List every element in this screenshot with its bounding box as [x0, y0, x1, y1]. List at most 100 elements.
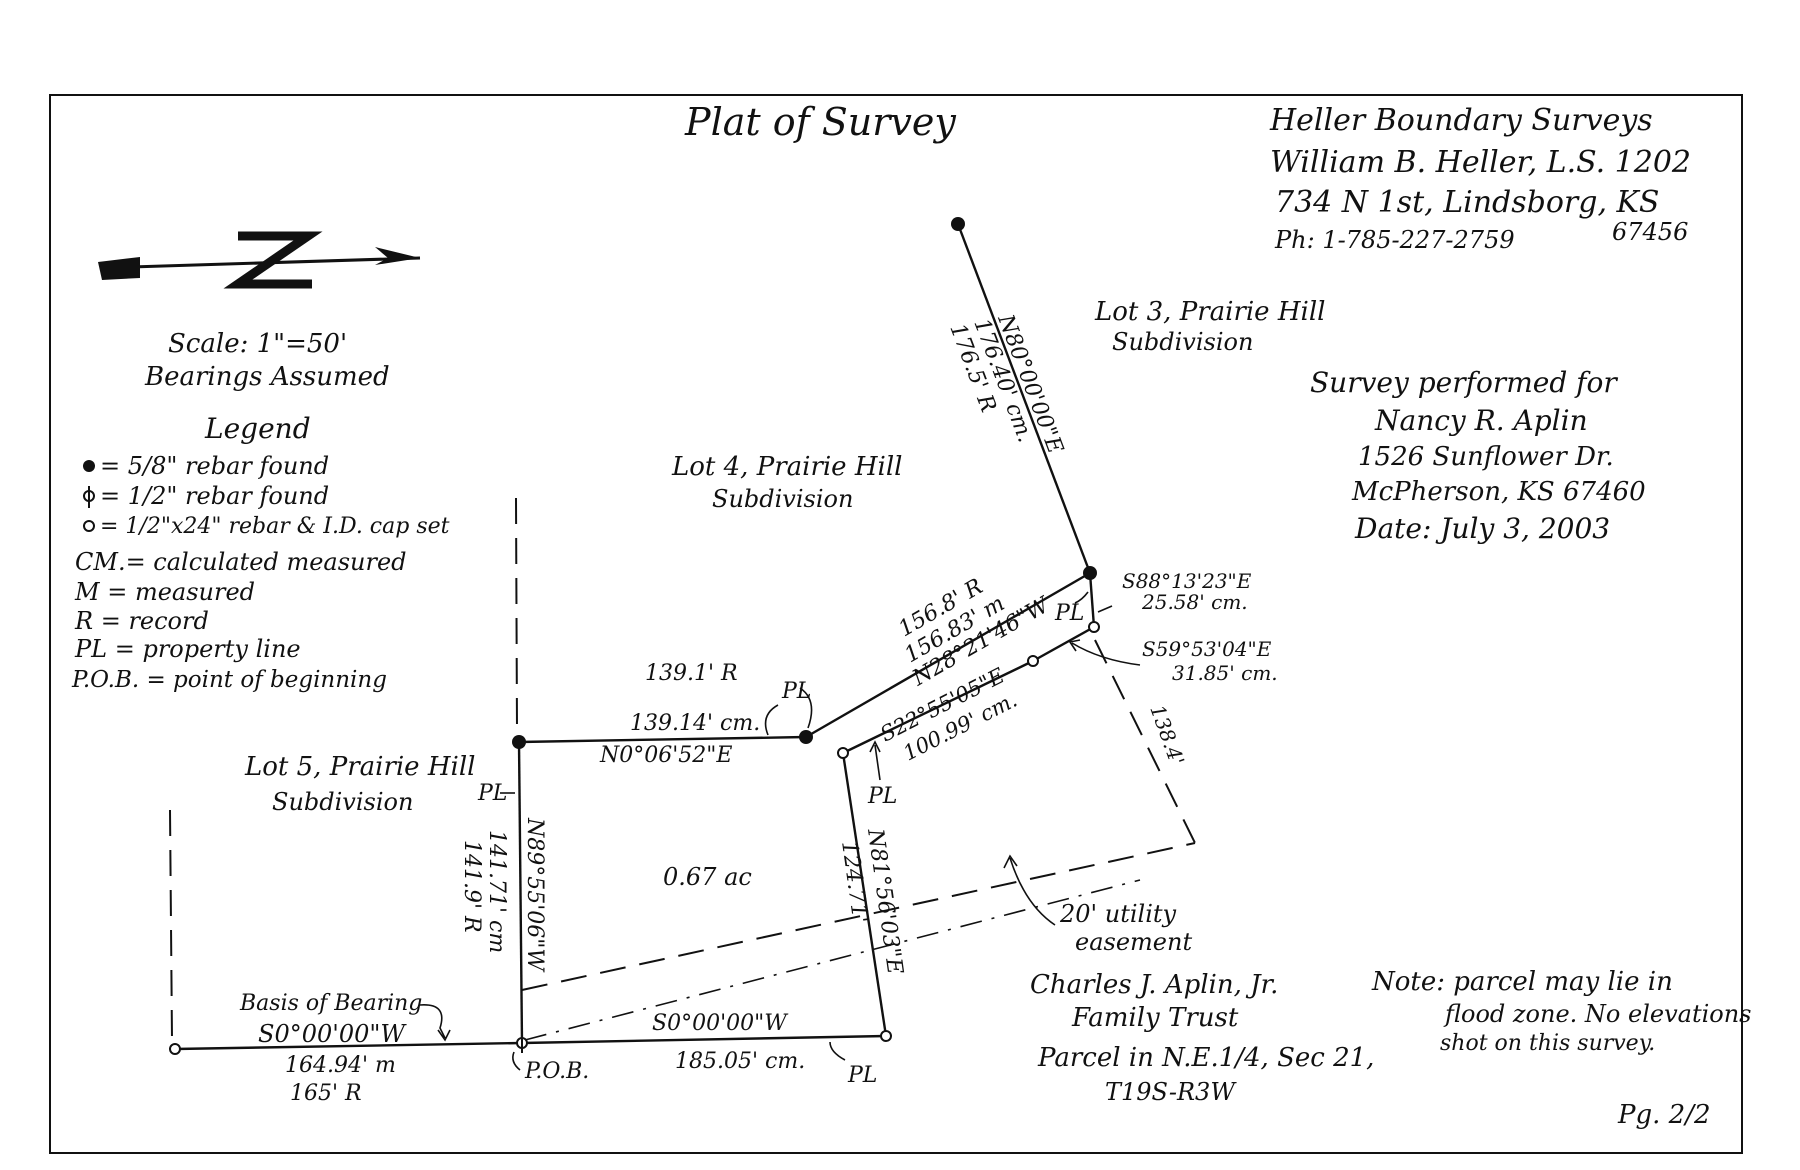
- easement-leader-icon: [1003, 854, 1056, 926]
- boundary-line-n81: [841, 752, 888, 1037]
- owner-block: Charles J. Aplin, Jr. Family Trust Parce…: [1030, 970, 1374, 1106]
- pl-leader-icon: [869, 740, 881, 781]
- easement-width-dimension: 138.4': [1145, 702, 1189, 769]
- easement-label: 20' utility: [1059, 900, 1177, 928]
- client-name: Nancy R. Aplin: [1374, 404, 1588, 437]
- s88-leader-icon: [1097, 605, 1113, 613]
- note-line: shot on this survey.: [1440, 1031, 1655, 1056]
- boundary-line-s22: [842, 659, 1034, 755]
- n0-bearing: N0°06'52"E: [599, 743, 732, 768]
- surveyor-zip: 67456: [1612, 218, 1688, 246]
- cap-set-icon: [1027, 655, 1039, 667]
- owner-parcel: Parcel in N.E.1/4, Sec 21,: [1037, 1043, 1374, 1073]
- page-number: Pg. 2/2: [1617, 1100, 1711, 1130]
- legend-item: PL = property line: [74, 635, 301, 663]
- legend-item: R = record: [74, 607, 209, 635]
- rebar-found-icon: [951, 217, 965, 231]
- cap-set-icon: [880, 1030, 892, 1042]
- easement-centerline: [524, 879, 1141, 1041]
- surveyor-phone: Ph: 1-785-227-2759: [1274, 226, 1515, 254]
- pl-marker: PL: [1054, 601, 1084, 626]
- pl-marker: PL: [781, 679, 811, 704]
- lot4-label: Lot 4, Prairie Hill: [671, 452, 902, 482]
- lot5-label: Lot 5, Prairie Hill: [244, 752, 475, 782]
- pl-marker: PL: [867, 784, 897, 809]
- flood-note: Note: parcel may lie in flood zone. No e…: [1371, 967, 1751, 1056]
- basis-measured: 164.94' m: [285, 1053, 396, 1078]
- pl-leader-icon: [829, 1041, 846, 1061]
- owner-trust: Family Trust: [1071, 1003, 1239, 1033]
- s0-distance: 185.05' cm.: [675, 1049, 805, 1074]
- cap-set-icon: [169, 1043, 181, 1055]
- legend-rebar-found-icon: [83, 460, 95, 472]
- s0-bearing: S0°00'00"W: [652, 1011, 789, 1036]
- lot5-label-line2: Subdivision: [272, 788, 413, 816]
- client-block: Survey performed for Nancy R. Aplin 1526…: [1310, 366, 1646, 545]
- easement-label-line2: easement: [1075, 928, 1192, 956]
- boundary-line-s88: [1088, 572, 1096, 628]
- section-line-dashed: [169, 809, 173, 1041]
- boundary-lines: [169, 223, 1196, 1051]
- client-city: McPherson, KS 67460: [1351, 477, 1646, 507]
- north-arrow-icon: [98, 231, 421, 289]
- legend-item: = 5/8" rebar found: [100, 452, 329, 480]
- legend-item: = 1/2" rebar found: [100, 482, 329, 510]
- cap-set-icon: [837, 747, 849, 759]
- owner-township: T19S-R3W: [1105, 1078, 1237, 1106]
- boundary-line-n89: [517, 741, 524, 1044]
- n0-measured: 139.14' cm.: [630, 711, 760, 736]
- boundary-line-n0: [518, 735, 807, 744]
- easement-line-dashed: [521, 842, 1196, 991]
- client-heading: Survey performed for: [1310, 366, 1618, 399]
- basis-record: 165' R: [290, 1081, 362, 1106]
- pob-label: P.O.B.: [524, 1059, 589, 1084]
- pl-leader-icon: [764, 687, 813, 736]
- n89-measured: 141.71' cm: [484, 830, 509, 953]
- owner-name: Charles J. Aplin, Jr.: [1030, 970, 1278, 1000]
- legend-item: = 1/2"x24" rebar & I.D. cap set: [100, 514, 450, 539]
- basis-of-bearing-label: Basis of Bearing: [239, 991, 422, 1016]
- pl-leader-icon: [1074, 591, 1089, 604]
- plat-title: Plat of Survey: [684, 100, 956, 144]
- client-street: 1526 Sunflower Dr.: [1358, 442, 1614, 472]
- s59-leader-icon: [1068, 639, 1141, 666]
- basis-arrow-icon: [419, 1004, 451, 1042]
- n89-record: 141.9' R: [459, 840, 484, 933]
- sheet-border: [49, 94, 1743, 1154]
- n0-record: 139.1' R: [645, 661, 738, 686]
- legend-item: CM.= calculated measured: [75, 548, 407, 576]
- pl-marker: PL: [847, 1063, 877, 1088]
- legend: Legend = 5/8" rebar found = 1/2" rebar f…: [71, 412, 450, 693]
- lot4-label-line2: Subdivision: [712, 485, 853, 513]
- boundary-line-s0: [521, 1034, 887, 1045]
- legend-half-rebar-icon: [83, 486, 95, 508]
- pob-rebar-icon: [516, 1033, 528, 1053]
- surveyor-company: Heller Boundary Surveys: [1269, 103, 1653, 138]
- rebar-found-icon: [1083, 566, 1097, 580]
- s88-bearing: S88°13'23"E: [1122, 569, 1252, 593]
- lot-line-dashed: [515, 497, 518, 731]
- cap-set-icon: [1088, 621, 1100, 633]
- surveyor-block: Heller Boundary Surveys William B. Helle…: [1269, 103, 1691, 254]
- lot3-label-line2: Subdivision: [1112, 328, 1253, 356]
- basis-of-bearing-value: S0°00'00"W: [258, 1020, 407, 1048]
- boundary-line-n80: [956, 223, 1092, 574]
- rebar-found-icon: [512, 735, 526, 749]
- boundary-line-s59: [1032, 625, 1095, 663]
- surveyor-name: William B. Heller, L.S. 1202: [1270, 145, 1691, 180]
- area-label: 0.67 ac: [663, 863, 752, 891]
- legend-title: Legend: [204, 412, 311, 445]
- legend-cap-set-icon: [83, 520, 95, 532]
- note-line: Note: parcel may lie in: [1371, 967, 1673, 997]
- lot3-label: Lot 3, Prairie Hill: [1094, 297, 1325, 327]
- pl-markers: PL PL PL PL PL: [477, 591, 1141, 1088]
- monuments: [169, 217, 1100, 1055]
- scale-label: Scale: 1"=50': [168, 329, 347, 359]
- pob-arrow-icon: [512, 1051, 521, 1071]
- note-line: flood zone. No elevations: [1443, 1000, 1751, 1028]
- n89-bearing: N89°55'06"W: [522, 817, 547, 973]
- s59-distance: 31.85' cm.: [1172, 661, 1278, 685]
- surveyor-address: 734 N 1st, Lindsborg, KS: [1275, 185, 1659, 220]
- rebar-found-icon: [799, 730, 813, 744]
